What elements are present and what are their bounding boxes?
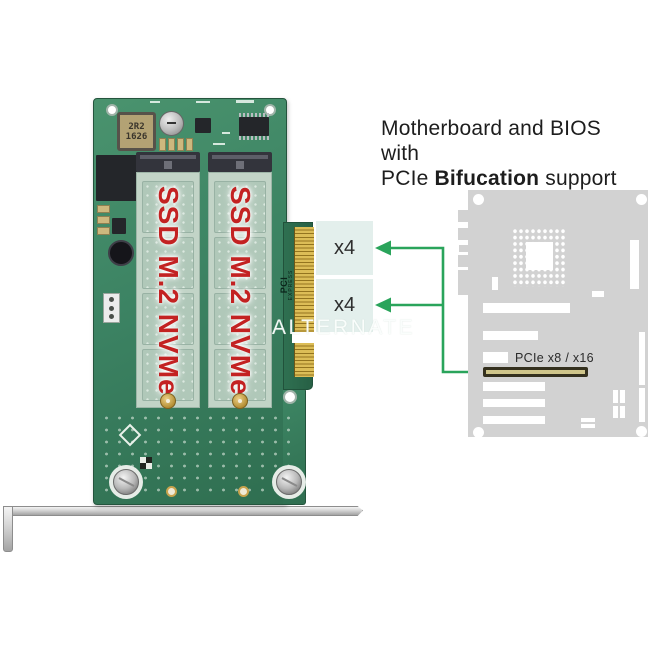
io-notch [458,210,468,222]
mb-slot-cutout [639,332,645,385]
connector-key-notch [292,332,314,343]
ssd-label-left: SSD M.2 NVMe [153,186,184,396]
electrolytic-capacitor [108,240,134,266]
smd-capacitor [159,138,166,151]
silkscreen-mark [150,101,160,103]
silkscreen-mark [222,132,230,134]
pin-header [103,293,120,323]
mb-slot-cutout [639,388,645,422]
mb-expansion-slot [483,331,538,340]
m2-slot-right [208,152,272,172]
mount-screw-right [276,469,302,495]
mb-hole-br [636,426,647,437]
flash-chip [214,293,266,345]
silkscreen-mark [213,143,225,145]
header-line2: PCIe Bifucation support [381,167,617,190]
smd-component [97,205,110,213]
arrowhead-top [375,240,391,256]
mb-hole-tl [473,194,484,205]
silkscreen-mark [196,101,210,103]
alternate-watermark: ALTERNATE [272,316,416,339]
lane-label-2: x4 [333,294,356,316]
mb-ram-cutout [620,406,625,418]
flash-chip [214,237,266,289]
silkscreen-mark [236,100,254,103]
cpu-socket-center [526,242,553,270]
mb-ram-cutout [613,406,618,418]
header-line1: Motherboard and BIOS with [381,117,601,165]
mb-dash-cutout [581,418,595,422]
smd-capacitor [177,138,184,151]
gold-pad [166,486,177,497]
arrowhead-bottom [375,297,391,313]
standoff-screw-right [232,393,248,409]
mb-expansion-slot [483,416,545,424]
gold-pad [238,486,249,497]
mb-slot-cutout [592,291,604,297]
mb-expansion-slot [483,352,508,363]
inductor-component: 2R2 1626 [117,112,156,151]
mb-ram-cutout [620,390,625,403]
flash-chip [142,181,194,233]
soic-pins-bottom [239,136,269,140]
capacitor-round [159,111,184,136]
lane-box-1: x4 [316,221,373,275]
mb-slot-cutout [492,277,498,290]
smd-component [97,216,110,224]
lane-box-2: x4 [316,279,373,332]
bracket-leg [3,506,13,552]
gold-fingers-short [294,343,314,377]
card-tab-hole [283,390,297,404]
ic-chip-left [96,155,137,201]
card-hole-top-left [106,104,118,116]
gold-fingers-long [294,227,314,332]
mb-hole-bl [473,427,484,438]
io-notch [458,228,468,240]
io-notch [458,255,468,267]
cpu-socket [512,228,567,287]
flash-chip [142,349,194,401]
ic-chip-tiny [112,218,126,234]
header-caption: Motherboard and BIOS with PCIe Bifucatio… [381,116,643,191]
soic-pins-top [239,113,269,117]
lane-label-1: x4 [333,236,356,259]
mb-hole-tr [636,194,647,205]
io-notch [458,270,468,295]
smd-component [97,227,110,235]
m2-slot-left [136,152,200,172]
pci-express-logo: PCI EXPRESS [279,269,294,301]
mb-dash-cutout [581,424,595,428]
checker-component [140,457,152,469]
mb-expansion-slot [483,303,570,313]
pcie-slot-label: PCIe x8 / x16 [515,351,594,365]
mb-expansion-slot [483,399,545,407]
flash-chip [214,181,266,233]
flash-chip [214,349,266,401]
flash-chip [142,293,194,345]
smd-capacitor [186,138,193,151]
standoff-screw-left [160,393,176,409]
flash-chip [142,237,194,289]
ssd-module-right [208,172,272,408]
smd-capacitor [168,138,175,151]
mount-screw-left [113,469,139,495]
ssd-label-right: SSD M.2 NVMe [225,186,256,396]
ssd-module-left [136,172,200,408]
soic-chip [239,117,269,136]
ic-chip-small [195,118,211,133]
pcie-x8-x16-slot [483,367,588,377]
io-notch [459,245,468,252]
bracket-bar [3,506,363,516]
mb-slot-cutout [630,240,639,289]
mb-expansion-slot [483,382,545,391]
mb-ram-cutout [613,390,618,403]
